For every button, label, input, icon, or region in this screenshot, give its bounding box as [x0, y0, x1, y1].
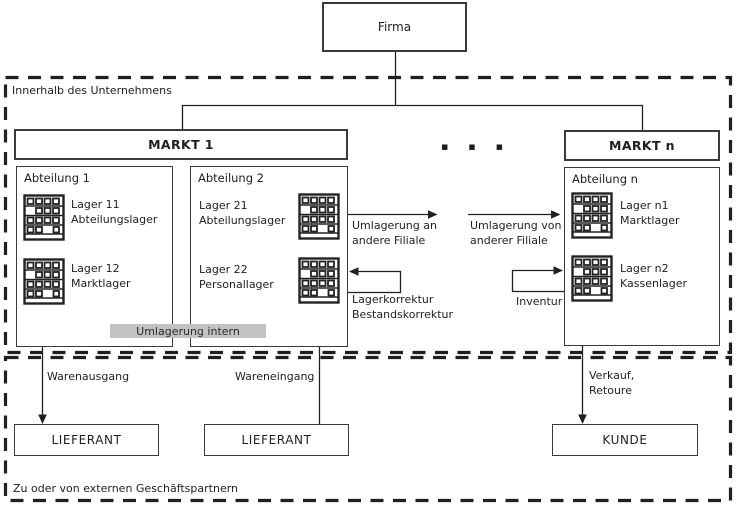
lager21-id: Lager 21 [199, 199, 248, 212]
lagerkorrektur-loop-line [348, 270, 402, 294]
inner-zone-label: Innerhalb des Unternehmens [12, 84, 172, 97]
lager12-icon-slot [23, 258, 65, 305]
lager11-icon-slot [23, 194, 65, 241]
lager21-type: Abteilungslager [199, 213, 286, 227]
lagern1-label: Lager n1 Marktlager [620, 199, 680, 228]
warehouse-icon [571, 192, 613, 239]
abteilung2-box: Abteilung 2 Lager 21 Abteilungslager Lag… [190, 166, 348, 347]
warenausgang-arrowhead [38, 414, 47, 424]
firma-node: Firma [322, 2, 467, 52]
inventur-loop-line [511, 269, 564, 293]
umlagerung-von-label: Umlagerung von anderer Filiale [470, 219, 562, 247]
firma-to-markets-line [181, 104, 644, 130]
umlagerung-an-arrowhead [428, 210, 438, 219]
marktn-node: MARKT n [564, 130, 720, 161]
lager12-type: Marktlager [71, 276, 131, 290]
lager21-label: Lager 21 Abteilungslager [199, 199, 285, 228]
umlagerung-von-arrowhead [551, 210, 561, 219]
wareneingang-label: Wareneingang [235, 370, 315, 383]
lager21-icon-slot [298, 193, 340, 240]
lager11-type: Abteilungslager [71, 212, 158, 226]
umlagerung-intern-bar: Umlagerung intern [110, 324, 266, 338]
lagerkorrektur-label: Lagerkorrektur Bestandskorrektur [352, 293, 454, 321]
lagerkorrektur-arrowhead [349, 267, 359, 276]
warenausgang-label: Warenausgang [47, 370, 130, 383]
markets-ellipsis: ▪ ▪ ▪ [441, 140, 512, 153]
warehouse-icon [23, 194, 65, 241]
outer-zone-border [3, 355, 733, 503]
warehouse-icon [571, 255, 613, 302]
warehouse-icon [298, 257, 340, 304]
lagern2-id: Lager n2 [620, 262, 669, 275]
lagern1-id: Lager n1 [620, 199, 669, 212]
inner-zone-border [3, 75, 733, 355]
lagern2-icon-slot [571, 255, 613, 302]
lager12-label: Lager 12 Marktlager [71, 262, 131, 291]
lager12-id: Lager 12 [71, 262, 120, 275]
lieferant2-node: LIEFERANT [204, 424, 349, 456]
lagern2-type: Kassenlager [620, 276, 688, 290]
abteilungn-title: Abteilung n [572, 172, 638, 186]
verkauf-retoure-down-arrowhead [578, 414, 587, 424]
marktn-label: MARKT n [608, 138, 675, 153]
lieferant1-label: LIEFERANT [51, 433, 122, 447]
firma-label: Firma [377, 20, 412, 34]
markt1-node: MARKT 1 [14, 129, 348, 160]
abteilungn-box: Abteilung n Lager n1 Marktlager [564, 167, 720, 346]
lager22-id: Lager 22 [199, 263, 248, 276]
abteilung1-box: Abteilung 1 Lager 11 Abteilungslager [16, 166, 173, 347]
inventur-arrowhead [553, 266, 563, 275]
warehouse-icon [298, 193, 340, 240]
abteilung1-title: Abteilung 1 [24, 171, 90, 185]
lager11-label: Lager 11 Abteilungslager [71, 198, 157, 227]
markt1-label: MARKT 1 [148, 137, 214, 152]
lager22-label: Lager 22 Personallager [199, 263, 274, 292]
umlagerung-an-label: Umlagerung an andere Filiale [352, 219, 437, 247]
lagern2-label: Lager n2 Kassenlager [620, 262, 687, 291]
kunde-node: KUNDE [552, 424, 698, 456]
lager22-icon-slot [298, 257, 340, 304]
lieferant2-label: LIEFERANT [241, 433, 312, 447]
lager22-type: Personallager [199, 277, 274, 291]
verkauf-retoure-label: Verkauf, Retoure [589, 369, 635, 397]
lagern1-icon-slot [571, 192, 613, 239]
abteilung2-title: Abteilung 2 [198, 171, 264, 185]
warehouse-icon [23, 258, 65, 305]
lieferant1-node: LIEFERANT [14, 424, 159, 456]
lager11-id: Lager 11 [71, 198, 120, 211]
kunde-label: KUNDE [602, 433, 648, 447]
inventur-label: Inventur [516, 295, 563, 308]
lagern1-type: Marktlager [620, 213, 680, 227]
outer-zone-label: Zu oder von externen Geschäftspartnern [13, 482, 239, 495]
